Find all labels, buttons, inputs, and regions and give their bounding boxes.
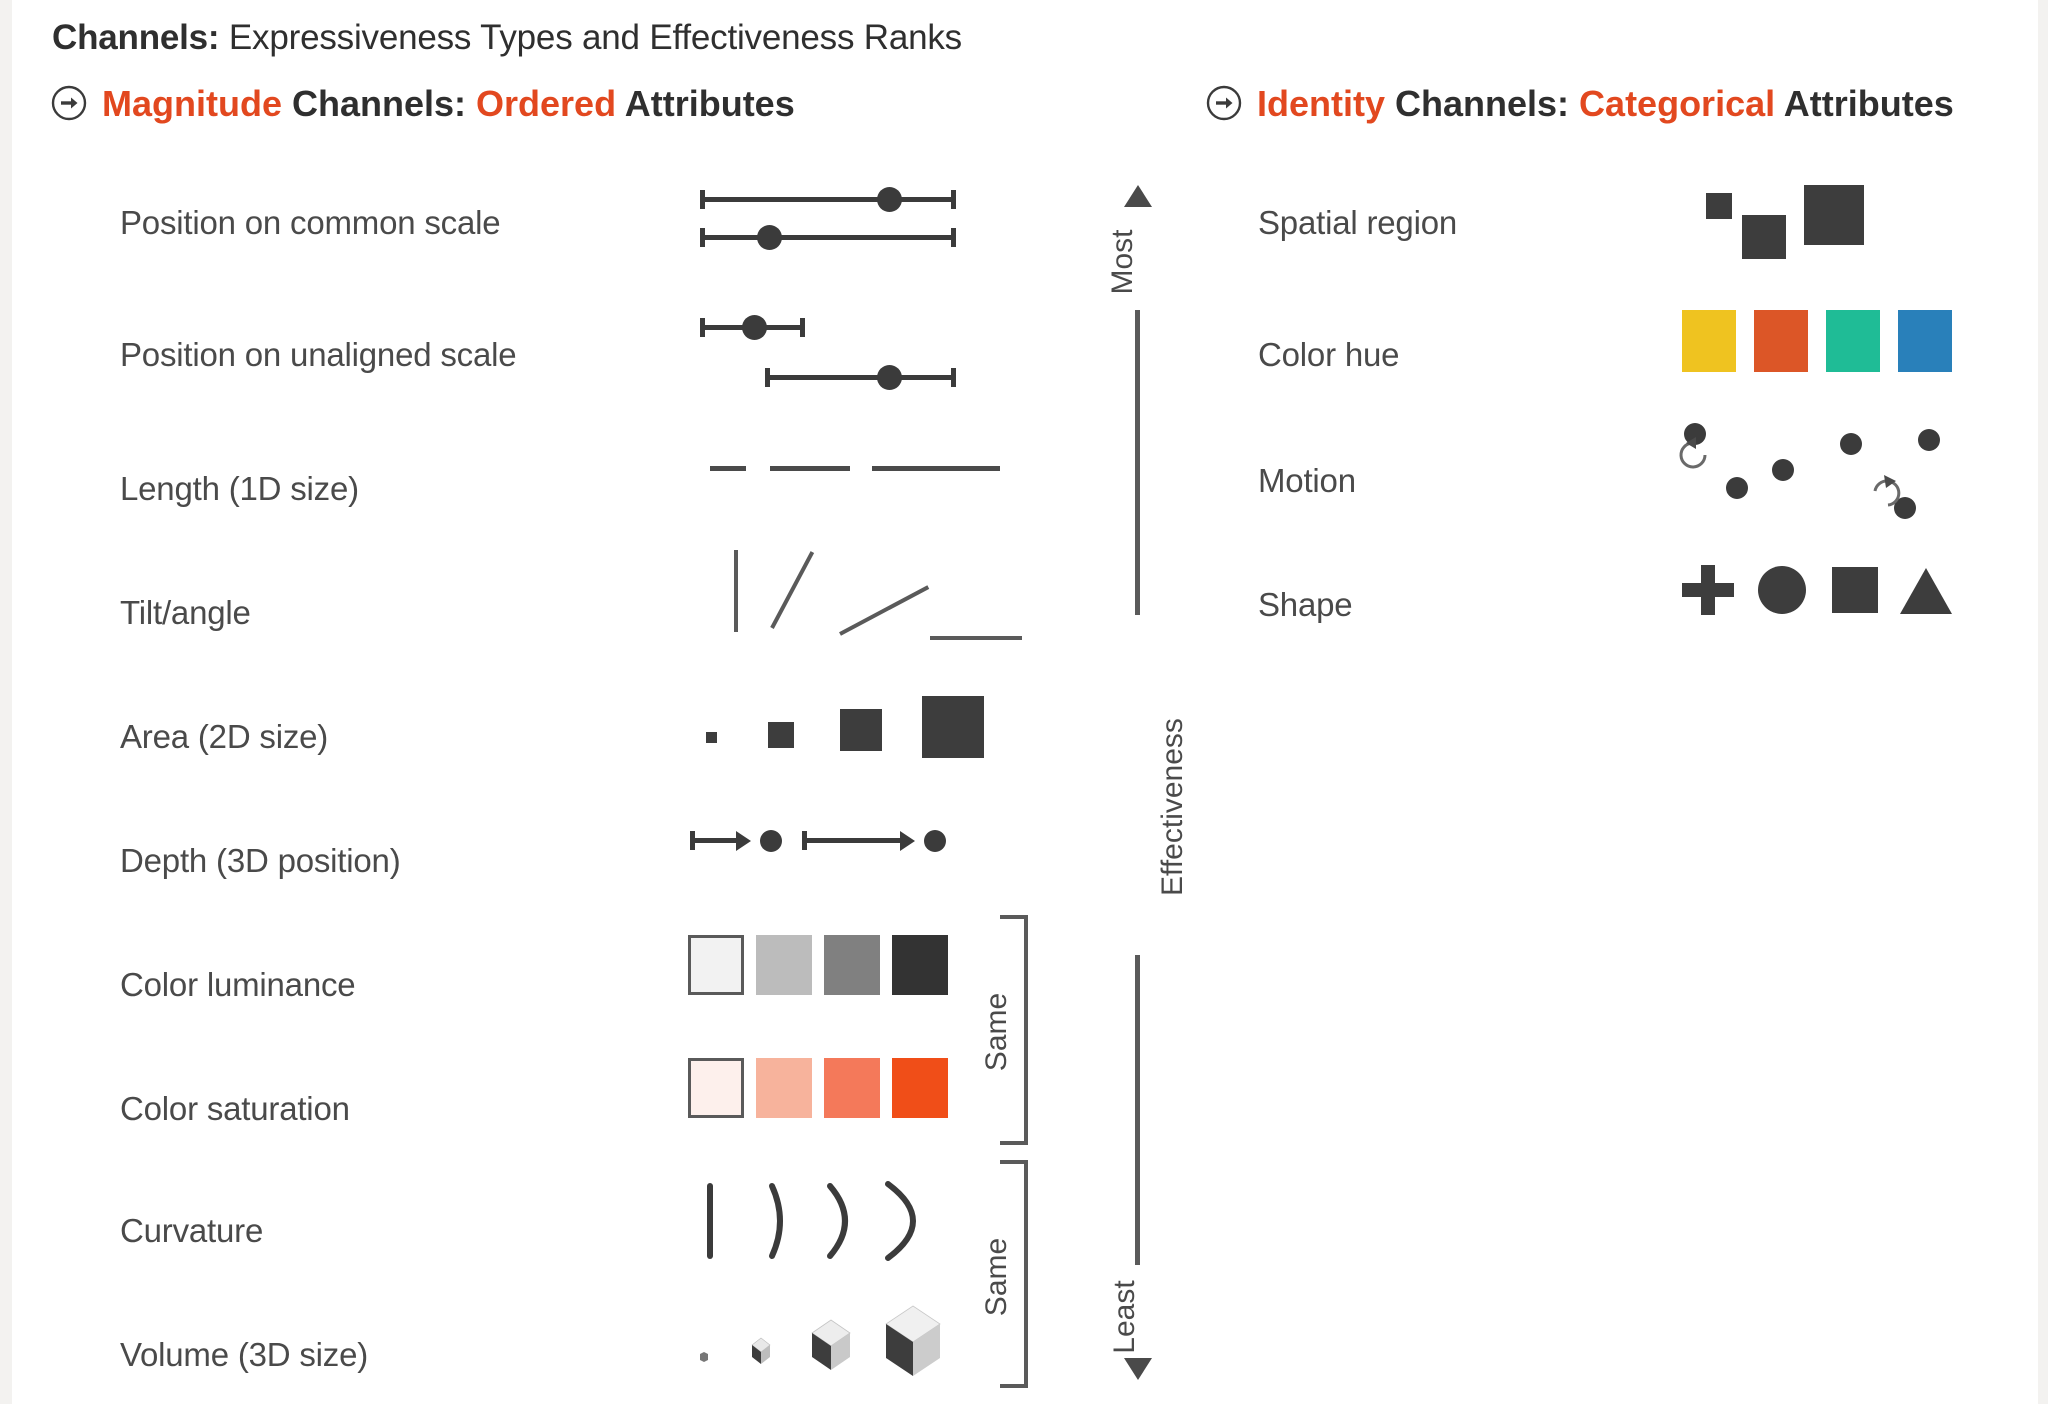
hue-swatch-orange (1754, 310, 1808, 372)
triangle-icon (1900, 568, 1952, 614)
glyph-position-unaligned-scale (700, 315, 960, 398)
glyph-saturation-swatches (688, 1058, 968, 1128)
glyph-hue-swatches (1682, 310, 1982, 380)
saturation-swatch-2 (756, 1058, 812, 1118)
section-title-magnitude-word: Magnitude (102, 83, 282, 124)
glyph-spatial-region-rects (1700, 185, 2000, 275)
glyph-luminance-swatches (688, 935, 968, 1005)
row-label-position-unaligned-scale: Position on unaligned scale (120, 336, 517, 373)
glyph-motion-dots (1672, 415, 2002, 525)
luminance-swatch-2 (756, 935, 812, 995)
axis-line-upper (1135, 310, 1140, 615)
row-label-curvature: Curvature (120, 1212, 264, 1249)
tie-bracket-1 (1000, 915, 1028, 1145)
hue-swatch-blue (1898, 310, 1952, 372)
saturation-swatch-1 (688, 1058, 744, 1118)
page-left-margin (0, 0, 12, 1404)
row-label-depth: Depth (3D position) (120, 842, 401, 879)
row-label-spatial-region: Spatial region (1258, 204, 1458, 241)
glyph-length-lines (710, 460, 1000, 480)
page-title: Channels: Expressiveness Types and Effec… (52, 18, 962, 58)
section-title-magnitude-ordered: Ordered (476, 83, 617, 124)
hue-swatch-teal (1826, 310, 1880, 372)
row-label-color-saturation: Color saturation (120, 1090, 350, 1127)
rotate-arrow-icon-2 (1864, 471, 1908, 520)
section-title-identity-end: Attributes (1775, 83, 1954, 124)
triangle-down-icon (1124, 1358, 1152, 1380)
luminance-swatch-4 (892, 935, 948, 995)
tie-bracket-2-label: Same (980, 1237, 1013, 1317)
axis-line-lower (1135, 955, 1140, 1265)
saturation-swatch-3 (824, 1058, 880, 1118)
section-header-magnitude: Magnitude Channels: Ordered Attributes (50, 83, 795, 131)
axis-label-most: Most (1106, 229, 1139, 295)
row-label-area: Area (2D size) (120, 718, 329, 755)
triangle-up-icon (1124, 185, 1152, 207)
tie-bracket-2 (1000, 1160, 1028, 1388)
glyph-volume-cubes (690, 1300, 960, 1380)
luminance-swatch-1 (688, 935, 744, 995)
section-title-magnitude-mid: Channels: (281, 83, 477, 124)
circled-arrow-right-icon (1205, 84, 1243, 131)
glyph-curvature-arcs (690, 1178, 950, 1268)
row-label-color-luminance: Color luminance (120, 966, 356, 1003)
saturation-swatch-4 (892, 1058, 948, 1118)
row-label-motion: Motion (1258, 462, 1356, 499)
axis-label-effectiveness: Effectiveness (1156, 718, 1189, 896)
row-label-volume: Volume (3D size) (120, 1336, 369, 1373)
page-title-bold: Channels: (52, 18, 220, 57)
section-title-magnitude-end: Attributes (616, 83, 795, 124)
tie-bracket-1-label: Same (980, 992, 1013, 1072)
luminance-swatch-3 (824, 935, 880, 995)
glyph-area-squares (700, 690, 984, 770)
glyph-tilt-lines (730, 540, 1022, 650)
row-label-color-hue: Color hue (1258, 336, 1400, 373)
section-title-identity-categorical: Categorical (1579, 83, 1776, 124)
square-icon (1832, 567, 1878, 613)
row-label-tilt-angle: Tilt/angle (120, 594, 251, 631)
row-label-length: Length (1D size) (120, 470, 359, 507)
glyph-shape-marks (1682, 565, 1992, 635)
glyph-depth-arrows (690, 825, 960, 865)
hue-swatch-yellow (1682, 310, 1736, 372)
section-title-identity-mid: Channels: (1385, 83, 1580, 124)
page-title-rest: Expressiveness Types and Effectiveness R… (219, 18, 962, 57)
section-header-identity: Identity Channels: Categorical Attribute… (1205, 83, 1954, 131)
section-title-identity-word: Identity (1257, 83, 1386, 124)
circled-arrow-right-icon (50, 84, 88, 131)
row-label-shape: Shape (1258, 586, 1353, 623)
circle-icon (1758, 566, 1806, 614)
glyph-position-common-scale (700, 187, 960, 260)
rotate-arrow-icon-1 (1672, 433, 1716, 482)
page-right-margin (2038, 0, 2048, 1404)
row-label-position-common-scale: Position on common scale (120, 204, 501, 241)
